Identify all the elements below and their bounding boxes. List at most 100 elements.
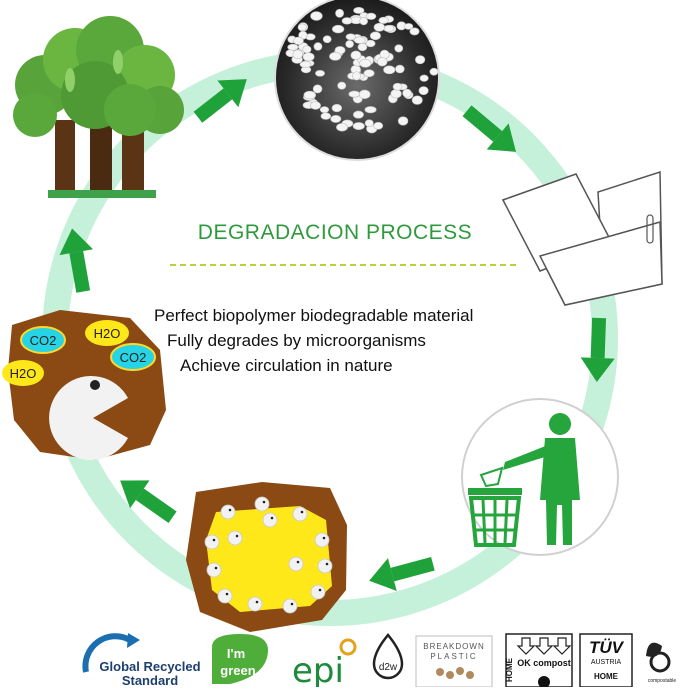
pellet	[365, 39, 376, 48]
pellet	[287, 43, 299, 51]
tuv-austria-text: AUSTRIA	[591, 659, 622, 666]
pellet	[312, 84, 323, 94]
pellet	[394, 44, 404, 53]
description-line-3: Achieve circulation in nature	[180, 356, 393, 375]
microbe-eye	[225, 592, 229, 596]
pellet	[373, 22, 386, 32]
pellet	[293, 36, 304, 45]
global-recycled-logo: Global Recycled Standard	[82, 633, 201, 688]
microbe-icon	[247, 596, 263, 612]
microbe-eye	[300, 510, 304, 514]
im-green-logo: I'm green	[212, 634, 268, 684]
epi-text: epi	[292, 651, 344, 687]
pellet	[364, 119, 374, 128]
pacman-icon	[49, 376, 128, 460]
pellet	[373, 121, 384, 130]
pellet	[302, 45, 312, 54]
microbe-icon	[206, 562, 222, 578]
pacman-soil-illustration: CO2 H2O CO2 H2O	[2, 310, 166, 460]
pellet	[363, 69, 375, 78]
pellet	[409, 27, 420, 36]
pellet	[353, 6, 365, 14]
pellet	[383, 65, 396, 75]
grs-line2: Standard	[122, 673, 178, 687]
microbe-icon	[254, 496, 270, 512]
pellet	[411, 95, 423, 105]
pellet	[310, 11, 323, 21]
microbe-eye	[318, 588, 322, 592]
co2-bubble-b	[110, 343, 156, 371]
pellet	[359, 58, 372, 68]
pellet	[377, 57, 388, 67]
microbe-eye	[322, 536, 326, 540]
diagram-title: DEGRADACION PROCESS	[197, 221, 473, 244]
pellet	[299, 61, 312, 68]
ok-compost-home-logo: OK compost HOME	[505, 633, 573, 688]
pellet	[395, 64, 405, 74]
breakdown-line1: BREAKDOWN	[423, 642, 484, 651]
grs-line1: Global Recycled	[99, 659, 200, 674]
co2-label-a: CO2	[30, 333, 57, 348]
pellet	[341, 17, 353, 25]
pellet	[402, 88, 412, 98]
pellet	[352, 110, 364, 119]
breakdown-line2: PLASTIC	[430, 652, 477, 661]
microbe-eye	[270, 516, 274, 520]
microbe-icon	[227, 530, 243, 546]
arrow-pellets-to-bag	[462, 105, 517, 152]
breakdown-plastic-logo: BREAKDOWN PLASTIC	[415, 635, 493, 688]
description-line-1: Perfect biopolymer biodegradable materia…	[154, 306, 474, 325]
microbe-eye	[262, 500, 266, 504]
ok-compost-home: HOME	[505, 657, 514, 682]
pellet	[330, 115, 342, 123]
h2o-label-a: H2O	[94, 326, 121, 341]
pellet	[310, 101, 321, 110]
arrow-pacman-to-tree	[59, 228, 94, 293]
epi-logo: epi	[292, 638, 357, 691]
microbe-eye	[290, 602, 294, 606]
pellet	[313, 42, 323, 51]
pellet	[365, 12, 377, 20]
co2-bubble-a	[20, 326, 66, 354]
microbe-eye	[212, 538, 216, 542]
pellet	[392, 82, 403, 91]
pellet	[390, 89, 402, 99]
microbe-eye	[214, 566, 218, 570]
co2-label-b: CO2	[120, 350, 147, 365]
tuv-home-text: HOME	[594, 672, 619, 681]
pellet	[329, 52, 342, 61]
pellet	[359, 17, 369, 26]
pellet	[336, 123, 348, 132]
pellet	[364, 106, 377, 114]
pellet	[358, 89, 371, 100]
pellet	[397, 116, 409, 126]
pellet	[383, 24, 395, 33]
pellets-photo	[274, 0, 440, 161]
d2w-text: d2w	[379, 662, 398, 673]
pellet	[345, 33, 356, 41]
pellet	[303, 90, 317, 100]
pellet	[292, 49, 303, 60]
pellet	[369, 31, 381, 41]
imgreen-line2: green	[220, 663, 255, 678]
pellet	[345, 40, 354, 49]
arrow-tree-to-pellets	[193, 79, 247, 123]
microbe-eye	[296, 560, 300, 564]
title-divider	[170, 264, 516, 266]
pellet	[415, 55, 426, 65]
trash-bin-illustration	[461, 398, 619, 556]
h2o-bubble-b	[2, 360, 44, 386]
tuv-austria-logo: TÜV AUSTRIA HOME	[579, 633, 633, 688]
pellet	[352, 122, 365, 130]
microbe-icon	[292, 506, 308, 522]
pellet	[348, 90, 361, 98]
pellet	[403, 23, 414, 30]
arrow-bag-to-bin	[580, 317, 615, 382]
pellet	[322, 35, 332, 44]
pellet	[429, 67, 439, 76]
microbe-icon	[317, 558, 333, 574]
microbe-icon	[217, 588, 233, 604]
pellet	[350, 50, 362, 60]
